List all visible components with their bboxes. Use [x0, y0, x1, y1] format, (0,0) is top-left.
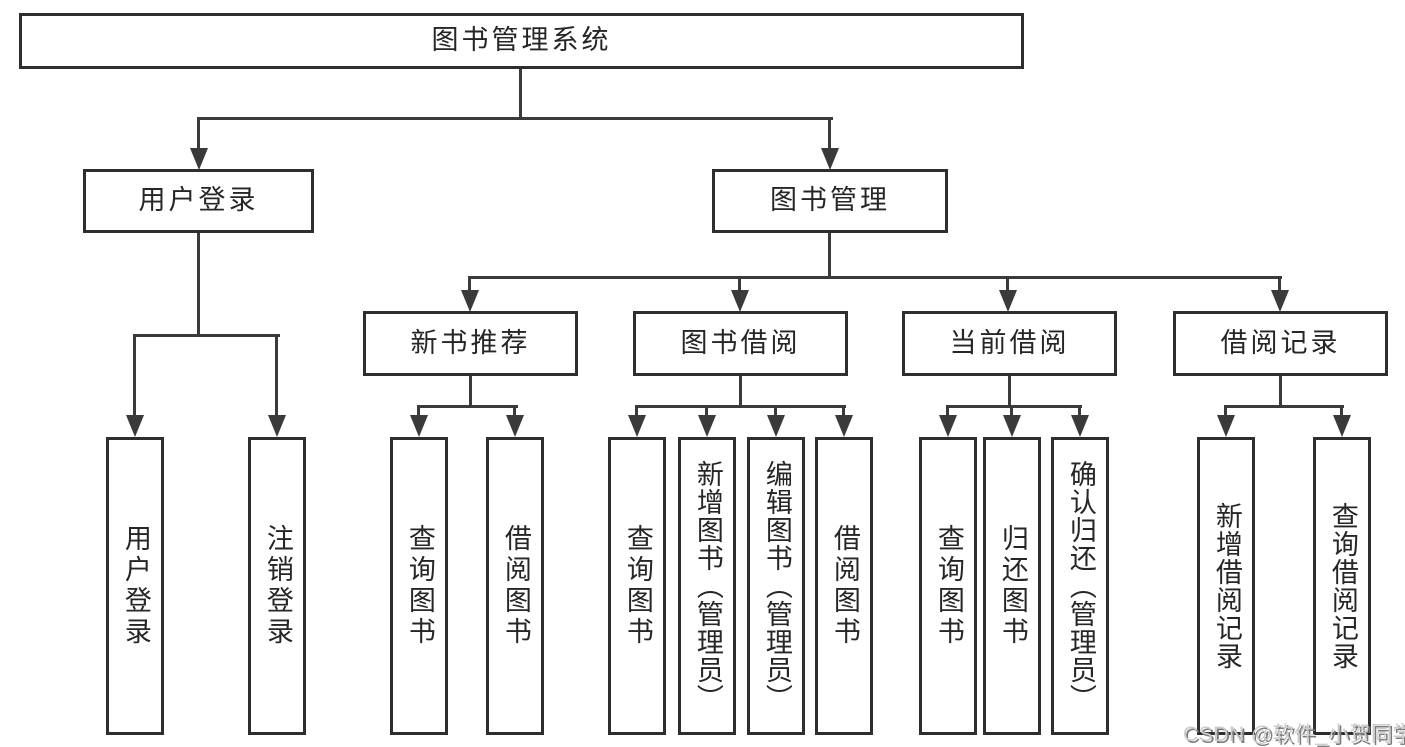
node-label: 查询图书: [622, 524, 653, 648]
node-label: 借阅图书: [500, 524, 531, 648]
arrow-down-icon: [821, 117, 839, 170]
arrow-down-icon: [1071, 405, 1089, 437]
node-current-borrowing: 当前借阅: [902, 311, 1117, 376]
leaf-return-books: 归还图书: [983, 437, 1041, 735]
node-library-management-system: 图书管理系统: [19, 13, 1024, 69]
leaf-query-borrow-record: 查询借阅记录: [1313, 437, 1371, 735]
leaf-query-books-recommend: 查询图书: [390, 437, 448, 735]
connector-line: [946, 405, 1082, 408]
arrow-down-icon: [506, 405, 524, 437]
node-label: 图书借阅: [680, 327, 801, 358]
node-label: 编辑图书（管理员）: [761, 460, 792, 712]
node-borrowing-records: 借阅记录: [1173, 311, 1388, 376]
connector-line: [1008, 375, 1011, 408]
connector-line: [197, 232, 200, 337]
node-label: 用户登录: [138, 185, 259, 216]
leaf-borrow-books-borrowing: 借阅图书: [815, 437, 873, 735]
connector-line: [197, 117, 833, 120]
arrow-down-icon: [190, 117, 208, 170]
connector-line: [519, 69, 522, 118]
arrow-down-icon: [268, 334, 286, 437]
arrow-down-icon: [999, 276, 1017, 312]
arrow-down-icon: [698, 405, 716, 437]
connector-line: [1279, 375, 1282, 408]
connector-line: [739, 375, 742, 408]
node-user-login: 用户登录: [83, 169, 314, 233]
node-label: 新书推荐: [410, 327, 531, 358]
connector-line: [133, 334, 280, 337]
leaf-query-books-borrowing: 查询图书: [608, 437, 666, 735]
node-label: 用户登录: [120, 524, 151, 648]
leaf-borrow-books-recommend: 借阅图书: [486, 437, 544, 735]
leaf-logout: 注销登录: [248, 437, 306, 735]
leaf-add-books-admin: 新增图书（管理员）: [678, 437, 736, 735]
arrow-down-icon: [939, 405, 957, 437]
arrow-down-icon: [628, 405, 646, 437]
arrow-down-icon: [835, 405, 853, 437]
arrow-down-icon: [731, 276, 749, 312]
connector-line: [828, 232, 831, 279]
node-label: 注销登录: [262, 524, 293, 648]
node-label: 借阅图书: [829, 524, 860, 648]
leaf-add-borrow-record: 新增借阅记录: [1197, 437, 1255, 735]
arrow-down-icon: [461, 276, 479, 312]
leaf-edit-books-admin: 编辑图书（管理员）: [747, 437, 805, 735]
arrow-down-icon: [1003, 405, 1021, 437]
leaf-query-books-current: 查询图书: [919, 437, 977, 735]
arrow-down-icon: [410, 405, 428, 437]
arrow-down-icon: [1217, 405, 1235, 437]
connector-line: [469, 375, 472, 408]
node-label: 借阅记录: [1220, 327, 1341, 358]
connector-line: [417, 405, 518, 408]
arrow-down-icon: [767, 405, 785, 437]
node-book-management: 图书管理: [712, 169, 948, 233]
node-label: 当前借阅: [949, 327, 1070, 358]
connector-line: [635, 405, 846, 408]
leaf-confirm-return-admin: 确认归还（管理员）: [1051, 437, 1109, 735]
node-label: 新增借阅记录: [1211, 502, 1242, 670]
node-label: 新增图书（管理员）: [692, 460, 723, 712]
node-label: 查询借阅记录: [1327, 502, 1358, 670]
arrow-down-icon: [1333, 405, 1351, 437]
node-label: 归还图书: [997, 524, 1028, 648]
node-label: 图书管理: [770, 185, 890, 216]
connector-line: [1224, 405, 1344, 408]
node-new-book-recommendation: 新书推荐: [363, 311, 578, 376]
arrow-down-icon: [126, 334, 144, 437]
csdn-watermark: CSDN @软件_小贺同学: [1183, 723, 1405, 746]
node-label: 查询图书: [404, 524, 435, 648]
node-label: 确认归还（管理员）: [1065, 460, 1096, 712]
leaf-user-login: 用户登录: [106, 437, 164, 735]
node-book-borrowing: 图书借阅: [633, 311, 848, 376]
connector-line: [468, 276, 1282, 279]
node-label: 图书管理系统: [431, 25, 612, 56]
node-label: 查询图书: [933, 524, 964, 648]
arrow-down-icon: [1271, 276, 1289, 312]
